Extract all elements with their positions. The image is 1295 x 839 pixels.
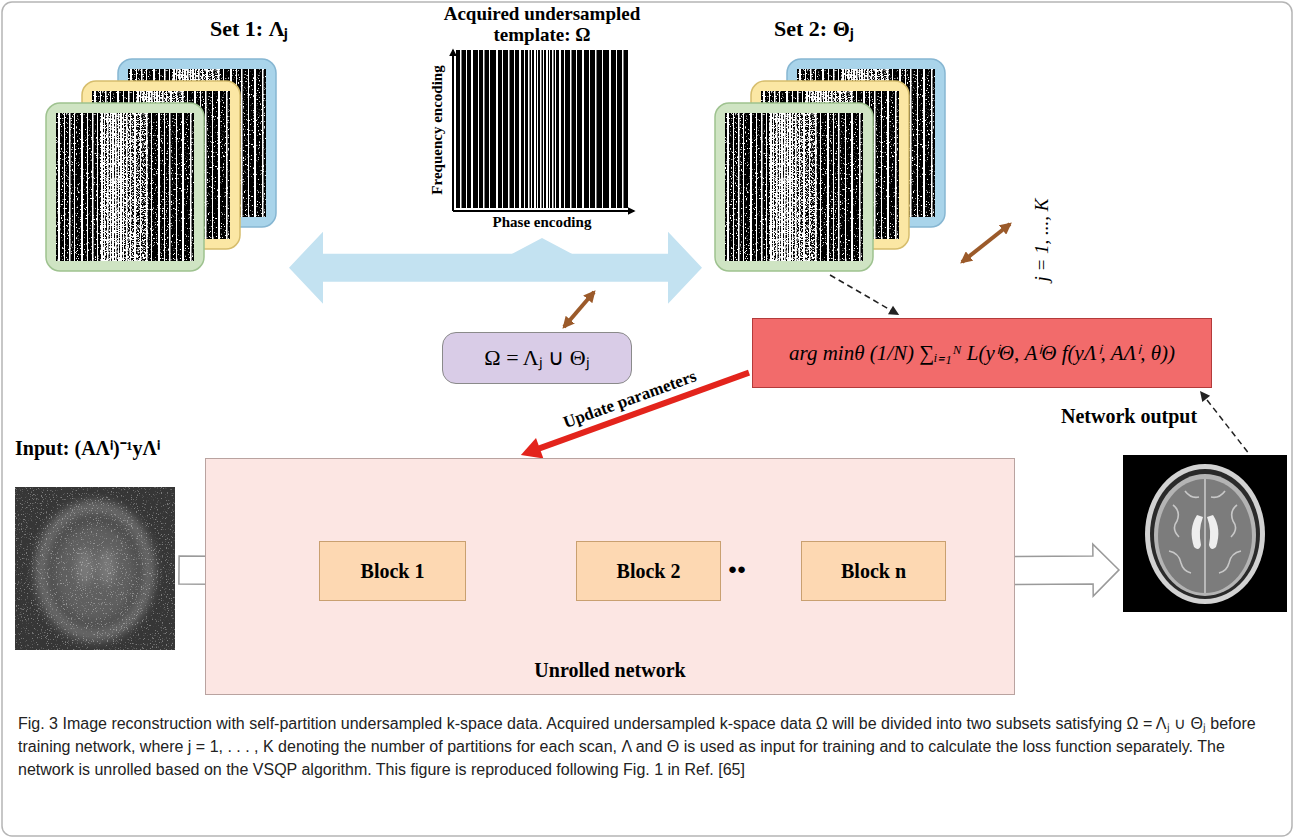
connector-red xyxy=(521,373,749,459)
block-box: Block 2 xyxy=(576,541,721,601)
unrolled-network: Unrolled network Block 1 Block 2 Block n xyxy=(205,458,1015,695)
connector-line xyxy=(830,275,892,311)
connector-line xyxy=(1205,397,1248,452)
loss-box: arg minθ (1/N) ∑ᵢ₌₁ᴺ L(yⁱΘ, AⁱΘ f(yΛⁱ, A… xyxy=(752,318,1212,388)
template-heading: Acquired undersampled template: Ω xyxy=(422,4,662,46)
kspace-stack xyxy=(45,58,277,272)
input-heading: Input: (AΛⁱ)⁻¹yΛⁱ xyxy=(15,437,160,460)
set-heading: Set 1: Λⱼ xyxy=(210,16,288,41)
kspace-set: Set 1: Λⱼ xyxy=(45,58,277,272)
connector-big xyxy=(289,232,702,304)
ellipsis-dots: ●● xyxy=(725,561,749,578)
sampling-mask xyxy=(456,50,628,208)
connector-dash xyxy=(1200,391,1248,452)
axis-arrow xyxy=(452,50,454,211)
union-box: Ω = Λⱼ ∪ Θⱼ xyxy=(442,332,632,384)
block-box: Block n xyxy=(801,541,946,601)
box-text: Block 2 xyxy=(617,560,681,583)
panel-title: Unrolled network xyxy=(206,659,1014,682)
output-image: Network output xyxy=(1123,455,1287,612)
axis-label: Frequency encoding xyxy=(429,65,446,194)
axis-label: Phase encoding xyxy=(493,214,592,231)
box-text: Ω = Λⱼ ∪ Θⱼ xyxy=(484,345,589,370)
connector-line xyxy=(536,373,749,450)
kspace-stack xyxy=(714,58,946,272)
partition-label: j = 1, ..., K xyxy=(1031,198,1053,281)
connector-dash xyxy=(830,275,899,315)
arrowhead xyxy=(1200,391,1210,402)
output-heading: Network output xyxy=(1061,405,1197,428)
arrowhead xyxy=(888,306,899,315)
axis-arrow xyxy=(453,210,634,212)
reconstructed-brain-image xyxy=(1123,455,1287,612)
arrowhead xyxy=(521,438,544,459)
undersampled-brain-image xyxy=(15,487,175,650)
double-arrow xyxy=(289,232,702,304)
loss-formula: arg minθ (1/N) ∑ᵢ₌₁ᴺ L(yⁱΘ, AⁱΘ f(yΛⁱ, A… xyxy=(789,341,1175,365)
sampling-template: Acquired undersampled template: Ω xyxy=(456,50,628,208)
box-text: Block 1 xyxy=(361,560,425,583)
figure-caption: Fig. 3 Image reconstruction with self-pa… xyxy=(18,712,1276,782)
box-text: Block n xyxy=(841,560,906,583)
set-heading: Set 2: Θⱼ xyxy=(774,16,854,41)
brown-double-arrow xyxy=(564,292,594,327)
input-image: Input: (AΛⁱ)⁻¹yΛⁱ xyxy=(15,487,175,650)
kspace-set: Set 2: Θⱼ xyxy=(714,58,946,272)
block-box: Block 1 xyxy=(319,541,466,601)
brown-double-arrow xyxy=(962,224,1010,262)
